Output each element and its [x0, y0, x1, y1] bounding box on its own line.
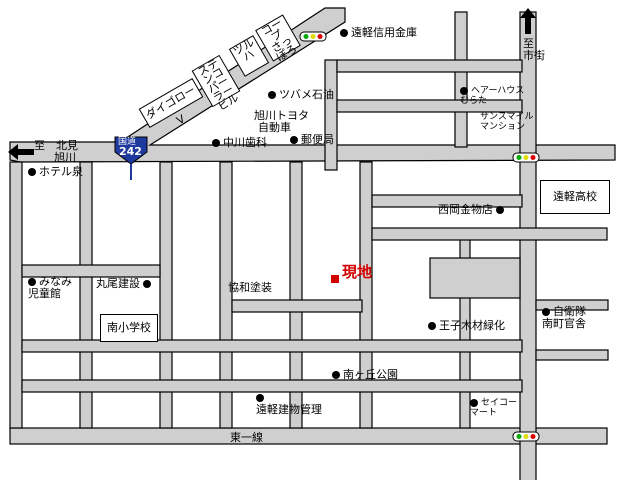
- enkei-high-school: 遠軽高校: [540, 180, 610, 214]
- traffic-light-icon: [512, 431, 540, 442]
- road-v8: [359, 161, 373, 429]
- sunsmile: サンスマイルマンション: [480, 112, 534, 132]
- route-label: 国道: [118, 137, 137, 147]
- right-main-road: [519, 11, 537, 480]
- asahikawa-toyota: 旭川トヨタ自動車: [254, 109, 309, 134]
- oji: 王子木材緑化: [428, 320, 505, 332]
- hotel: ホテル泉: [28, 166, 83, 178]
- traffic-light-icon: [299, 31, 327, 42]
- arrow-left-icon: [8, 144, 34, 160]
- road-v1: [9, 161, 23, 429]
- enkei-kenbutsu: 遠軽建物管理: [256, 392, 322, 416]
- road-h4: [231, 299, 363, 313]
- road-v2: [79, 161, 93, 429]
- road-h6: [371, 227, 608, 241]
- maruo: 丸尾建設: [96, 278, 154, 290]
- traffic-light-icon: [512, 152, 540, 163]
- minami-jidoukan: みなみ児童館: [28, 275, 72, 300]
- nakagawa: 中川歯科: [212, 137, 267, 149]
- road-h3: [21, 379, 523, 393]
- road-h7: [336, 59, 523, 73]
- arrow-up-icon: [520, 8, 536, 34]
- seicomart: セイコーマート: [470, 398, 518, 418]
- route-shield-icon: [114, 136, 148, 180]
- route-number: 242: [119, 145, 142, 158]
- site-marker-icon: [331, 275, 339, 283]
- road-h1: [21, 264, 161, 278]
- kyowa: 協和塗装: [228, 281, 272, 294]
- nishioka: 西岡金物店: [438, 204, 507, 216]
- road-v6: [324, 59, 338, 171]
- road-v4: [219, 161, 233, 429]
- genchi: 現地: [342, 263, 373, 281]
- road-loop: [429, 257, 521, 299]
- road-v5: [289, 161, 303, 429]
- road-v7: [454, 11, 468, 148]
- higashi1-road: [9, 427, 608, 445]
- road-h5: [371, 194, 523, 208]
- enkei-shinyou: 遠軽信用金庫: [340, 27, 417, 39]
- hair-murata: ヘアーハウスむらた: [460, 86, 525, 106]
- jieitai: 自衛隊南町官舎: [542, 305, 586, 330]
- road-h9: [535, 299, 609, 311]
- minami-school: 南小学校: [100, 314, 158, 342]
- road-v3: [159, 161, 173, 429]
- road-h10: [535, 349, 609, 361]
- road-h2: [21, 339, 523, 353]
- road-h8: [336, 99, 523, 113]
- direction-top: 至市街: [523, 37, 545, 62]
- higashi1-label: 東一線: [230, 431, 263, 444]
- direction-left: 至 北見旭川: [34, 139, 78, 164]
- koen: 南ヶ丘公園: [332, 369, 398, 381]
- tsubame: ツバメ石油: [268, 89, 334, 101]
- post-office: 郵便局: [290, 134, 334, 146]
